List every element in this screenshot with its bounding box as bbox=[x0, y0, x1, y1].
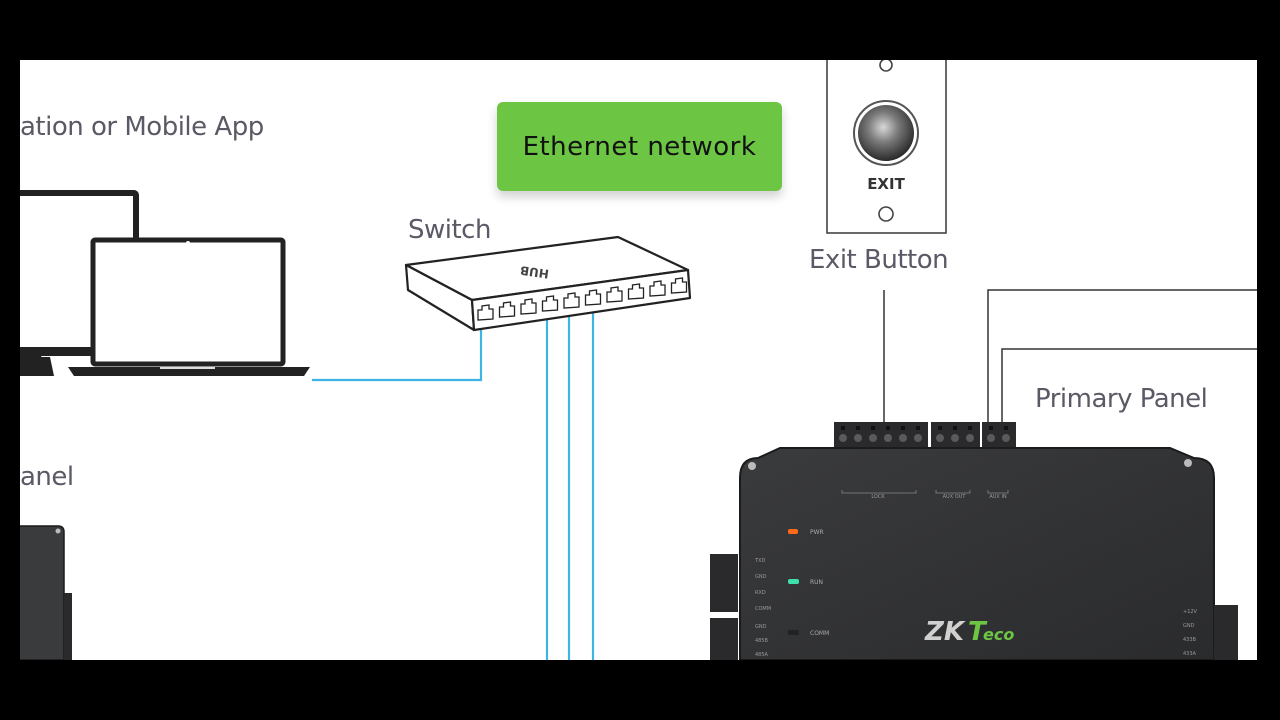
exit-push-button-icon bbox=[858, 105, 914, 161]
secondary-panel-label: anel bbox=[20, 462, 74, 492]
terminal-blocks-top bbox=[834, 422, 1016, 449]
brand-logo-eco: eco bbox=[983, 625, 1014, 644]
switch-port-icon bbox=[627, 283, 645, 300]
terminal-screw-icon bbox=[884, 434, 892, 442]
led-run-label: RUN bbox=[810, 579, 823, 586]
ethernet-network-text: Ethernet network bbox=[522, 131, 757, 162]
switch-port-icon bbox=[670, 277, 688, 294]
wire-panel-aux-2 bbox=[1001, 348, 1257, 425]
exit-button-text: EXIT bbox=[867, 175, 905, 193]
diagram-canvas: HUB EXIT TXD GND RXD COMM GND 485B 485A bbox=[20, 60, 1257, 660]
secondary-panel-device bbox=[20, 525, 72, 660]
terminal-screw-icon bbox=[899, 434, 907, 442]
terminal-screw-icon bbox=[966, 434, 974, 442]
switch-hub-text: HUB bbox=[519, 263, 550, 281]
switch-hub-icon: HUB bbox=[404, 235, 692, 332]
app-label: ation or Mobile App bbox=[20, 112, 264, 142]
diagram-graphics: HUB EXIT TXD GND RXD COMM GND 485B 485A bbox=[20, 60, 1257, 660]
primary-panel-device: TXDGNDRXDCOMMGND485B485A+12VGND433B433A … bbox=[710, 447, 1238, 660]
wire-panel-aux-1 bbox=[987, 289, 1257, 425]
led-pwr-label: PWR bbox=[810, 529, 824, 536]
laptop-icon bbox=[20, 237, 310, 376]
pin-label: 433A bbox=[1183, 651, 1197, 657]
pin-label: 433B bbox=[1183, 637, 1197, 643]
switch-port-icon bbox=[584, 289, 602, 306]
led-comm-label: COMM bbox=[810, 630, 829, 637]
terminal-screw-icon bbox=[936, 434, 944, 442]
switch-ports bbox=[477, 277, 688, 321]
switch-port-icon bbox=[541, 295, 559, 312]
exit-button-device: EXIT bbox=[826, 60, 947, 234]
switch-port-icon bbox=[477, 304, 494, 321]
pin-label: GND bbox=[1183, 623, 1195, 629]
pin-label: +12V bbox=[1183, 609, 1198, 615]
terminal-screw-icon bbox=[951, 434, 959, 442]
pin-label: RXD bbox=[755, 590, 766, 596]
switch-port-icon bbox=[520, 298, 537, 315]
exit-button-label: Exit Button bbox=[809, 245, 949, 275]
led-pwr-icon bbox=[788, 529, 798, 534]
ethernet-network-badge: Ethernet network bbox=[497, 102, 782, 191]
terminal-screw-icon bbox=[987, 434, 995, 442]
terminal-screw-icon bbox=[839, 434, 847, 442]
primary-panel-label: Primary Panel bbox=[1035, 384, 1208, 414]
pin-label: COMM bbox=[755, 606, 771, 612]
pin-label: GND bbox=[755, 624, 767, 630]
switch-label: Switch bbox=[408, 215, 491, 245]
pin-label: GND bbox=[755, 574, 767, 580]
brand-logo-zk: ZK bbox=[924, 617, 966, 647]
switch-port-icon bbox=[563, 292, 580, 309]
switch-port-icon bbox=[498, 301, 516, 318]
terminal-screw-icon bbox=[914, 434, 922, 442]
group-lock-label: LOCK bbox=[871, 494, 885, 500]
terminal-block bbox=[982, 422, 1016, 449]
switch-port-icon bbox=[606, 286, 623, 303]
switch-port-icon bbox=[649, 280, 666, 297]
pin-label: 485B bbox=[755, 638, 769, 644]
cable-laptop-to-switch bbox=[312, 328, 483, 382]
pin-label: TXD bbox=[754, 558, 765, 564]
led-run-icon bbox=[788, 579, 799, 584]
terminal-block bbox=[834, 422, 928, 449]
group-aux-in-label: AUX IN bbox=[989, 494, 1007, 500]
led-comm-icon bbox=[788, 630, 799, 635]
group-aux-out-label: AUX OUT bbox=[943, 494, 967, 500]
pin-label: 485A bbox=[755, 652, 769, 658]
terminal-screw-icon bbox=[854, 434, 862, 442]
brand-logo-t: T bbox=[968, 617, 988, 647]
terminal-screw-icon bbox=[1002, 434, 1010, 442]
terminal-screw-icon bbox=[869, 434, 877, 442]
